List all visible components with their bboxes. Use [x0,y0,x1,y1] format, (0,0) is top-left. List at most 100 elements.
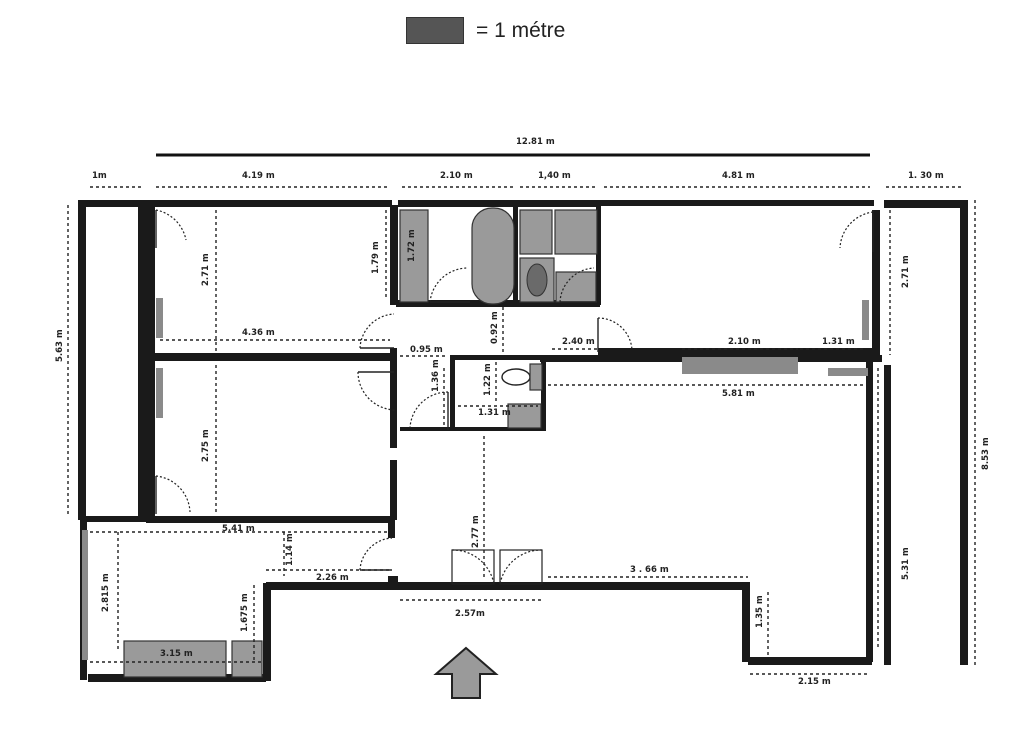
dim-481: 4.81 m [722,171,755,181]
door-swing-arc [409,391,449,429]
wall [146,353,394,361]
dim-114: 1.14 m [285,533,295,566]
door-swing-arc [359,313,395,349]
wall [598,348,880,355]
kitchen-counter [519,209,553,255]
dim-271-right: 2.71 m [901,255,911,288]
dim-277: 2.77 m [471,515,481,548]
dim-563: 5.63 m [55,329,65,362]
dim-226: 2.26 m [316,573,349,583]
dim-131: 1.31 m [822,337,855,347]
dim-419: 4.19 m [242,171,275,181]
wc-washbasin [507,403,542,429]
dim-172: 1.72 m [407,229,417,262]
dim-1m: 1m [92,171,107,181]
window-shade [156,368,163,418]
wall [390,205,398,305]
dim-2815: 2.815 m [101,573,111,612]
window-shade [156,298,163,338]
door-swing-arc [839,211,874,249]
wall [388,576,398,586]
sink-basin [526,263,548,297]
dim-531: 5.31 m [901,547,911,580]
wall [400,427,546,431]
wall [388,520,395,538]
north-arrow-icon [433,646,499,699]
door-swing-arc [559,267,595,303]
dim-092: 0.92 m [490,311,500,344]
door-swing-arc [155,209,187,241]
wall [872,210,880,360]
door-swing-arc [357,371,397,411]
wall [398,200,598,207]
wall [138,200,146,520]
dim-275: 2.75 m [201,429,211,462]
wall [884,200,966,208]
wall [960,200,968,665]
wall [146,361,155,519]
legend-swatch [406,17,464,44]
window-shade [82,530,88,660]
toilet-cistern [529,363,543,391]
entrance-door-frame [499,549,543,585]
radiator [682,357,798,374]
fixtures [82,207,869,678]
door-swing-arc [499,549,543,585]
wall [146,516,394,523]
dim-581: 5.81 m [722,389,755,399]
wall [390,460,397,520]
wall [266,582,746,590]
shower-tray [399,209,429,303]
dim-315: 3.15 m [160,649,193,659]
wall [80,200,142,207]
dim-257: 2.57m [455,609,485,619]
wall [88,674,266,682]
dim-436: 4.36 m [242,328,275,338]
dim-140: 1,40 m [538,171,571,181]
dim-210-mid: 2.10 m [728,337,761,347]
dim-095: 0.95 m [410,345,443,355]
dim-136: 1.36 m [431,359,441,392]
entrance-door-frame [451,549,495,585]
wall [450,355,546,360]
dimension-labels: 12.81 m 1m 4.19 m 2.10 m 1,40 m 4.81 m 1… [55,137,991,687]
wall [541,355,546,430]
wall [450,355,455,430]
dim-122: 1.22 m [483,363,493,396]
kitchen-cabinet [554,209,598,255]
door-swing-arc [451,549,495,585]
wall [146,207,155,354]
wall [596,205,601,305]
door-swing-arc [597,317,633,351]
legend: = 1 métre [406,17,565,44]
dim-240: 2.40 m [562,337,595,347]
wall [598,200,874,206]
wall [513,205,518,305]
toilet [501,368,531,386]
dimension-lines [67,153,976,675]
dim-366: 3 . 66 m [630,565,669,575]
door-swing-arc [155,475,191,513]
dim-130: 1. 30 m [908,171,944,181]
wall [866,362,873,662]
bathtub [471,207,515,305]
window-shade [862,300,869,340]
bathroom-cabinet [123,640,227,678]
door-swing-arc [359,537,393,571]
wall [884,365,891,665]
wall [80,516,150,522]
door-swing-arc [429,267,469,303]
dim-179: 1.79 m [371,241,381,274]
kitchen-unit [555,271,597,303]
dim-210-top: 2.10 m [440,171,473,181]
radiator-small [828,368,868,376]
dim-215: 2.15 m [798,677,831,687]
dim-541: 5.41 m [222,524,255,534]
wall [748,657,872,665]
wall [78,200,86,520]
wall [263,583,271,681]
dim-271-left: 2.71 m [201,253,211,286]
dim-total-width: 12.81 m [516,137,555,147]
dim-135: 1.35 m [755,595,765,628]
